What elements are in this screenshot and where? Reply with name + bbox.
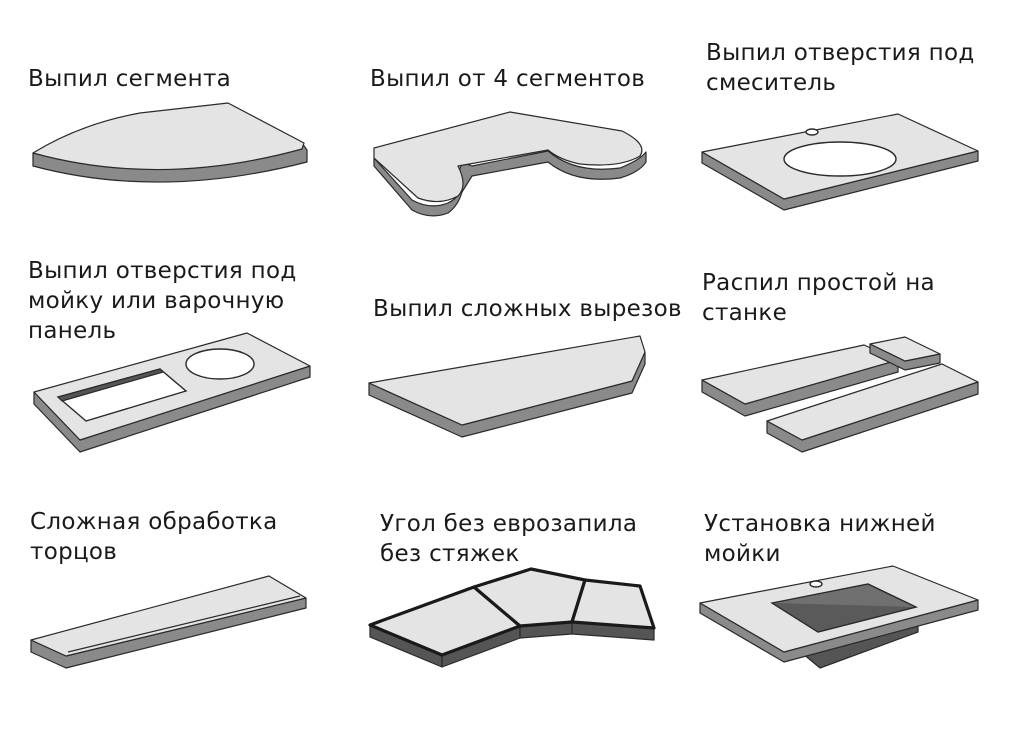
label-undermount-sink: Установка нижней мойки — [704, 509, 936, 569]
label-simple-machine-cut: Распил простой на станке — [702, 268, 935, 328]
label-line: Сложная обработка — [30, 509, 278, 535]
label-line: Угол без еврозапила — [380, 511, 638, 537]
label-line: Выпил сложных вырезов — [373, 296, 682, 322]
label-line: Установка нижней — [704, 511, 936, 537]
countertop-four-segments-illustration — [373, 111, 647, 217]
countertop-undermount-sink-illustration — [699, 565, 979, 669]
label-mixer-hole: Выпил отверстия под смеситель — [706, 38, 975, 98]
countertop-sink-hob-hole-illustration — [33, 332, 311, 453]
countertop-corner-joint-illustration — [368, 567, 656, 668]
countertop-segment-illustration — [32, 102, 308, 183]
label-line: Распил простой на — [702, 270, 935, 296]
label-sink-hob-hole: Выпил отверстия под мойку или варочную п… — [28, 256, 297, 346]
label-line: станке — [702, 300, 788, 326]
label-line: Выпил сегмента — [28, 66, 232, 92]
countertop-mixer-hole-illustration — [701, 113, 979, 211]
countertop-edge-processing-illustration — [30, 575, 307, 669]
label-line: торцов — [30, 539, 118, 565]
label-complex-cutouts: Выпил сложных вырезов — [373, 294, 682, 324]
label-line: Выпил от 4 сегментов — [370, 66, 646, 92]
label-corner-without-eurocut: Угол без еврозапила без стяжек — [380, 509, 637, 569]
label-four-segments-cut: Выпил от 4 сегментов — [370, 64, 645, 94]
label-line: панель — [28, 318, 117, 344]
label-segment-cut: Выпил сегмента — [28, 64, 231, 94]
countertop-simple-cut-illustration — [701, 336, 979, 453]
label-line: Выпил отверстия под — [28, 258, 297, 284]
label-line: Выпил отверстия под — [706, 40, 975, 66]
label-line: мойки — [704, 541, 781, 567]
countertop-complex-cutouts-illustration — [368, 335, 646, 438]
label-line: без стяжек — [380, 541, 520, 567]
label-line: смеситель — [706, 70, 837, 96]
label-complex-edge-processing: Сложная обработка торцов — [30, 507, 278, 567]
label-line: мойку или варочную — [28, 288, 285, 314]
